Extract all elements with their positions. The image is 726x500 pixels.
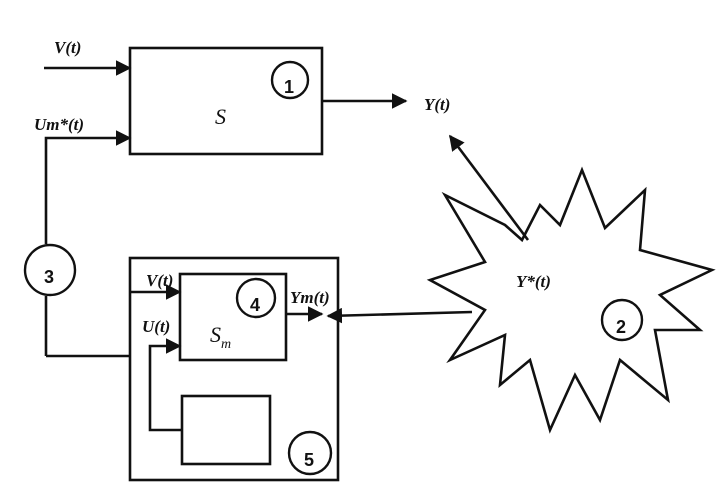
measurement-number-circle [600,298,644,342]
model-label: Sm [210,322,231,352]
plant-number-circle [270,60,310,100]
output-label: Y(t) [424,95,450,114]
optimizer-number: 3 [44,267,54,287]
model-output-label: Ym(t) [290,288,330,307]
control-input-arrow [44,130,132,244]
disturbance-label: V(t) [54,38,81,57]
plant-label: S [215,104,226,129]
computation-box [180,394,272,466]
controller-unit-number: 5 [304,450,314,470]
model-label-main: S [210,322,221,347]
measurement-label: Y*(t) [516,272,551,291]
measurement-to-model-arrow [326,307,473,324]
control-input-label: Um*(t) [34,115,84,134]
model-number-circle [235,277,277,319]
controller-unit-number-circle [287,430,333,476]
model-disturbance-label: V(t) [146,271,173,290]
measurement-starburst [426,166,716,434]
model-label-sub: m [221,337,231,352]
plant-number: 1 [284,77,294,97]
model-control-arrow [148,338,182,432]
model-number: 4 [250,295,260,315]
optimizer-circle [23,243,77,297]
measurement-number: 2 [616,317,626,337]
model-block [178,272,288,362]
measurement-to-output-arrow [448,134,530,241]
model-control-label: U(t) [142,317,170,336]
